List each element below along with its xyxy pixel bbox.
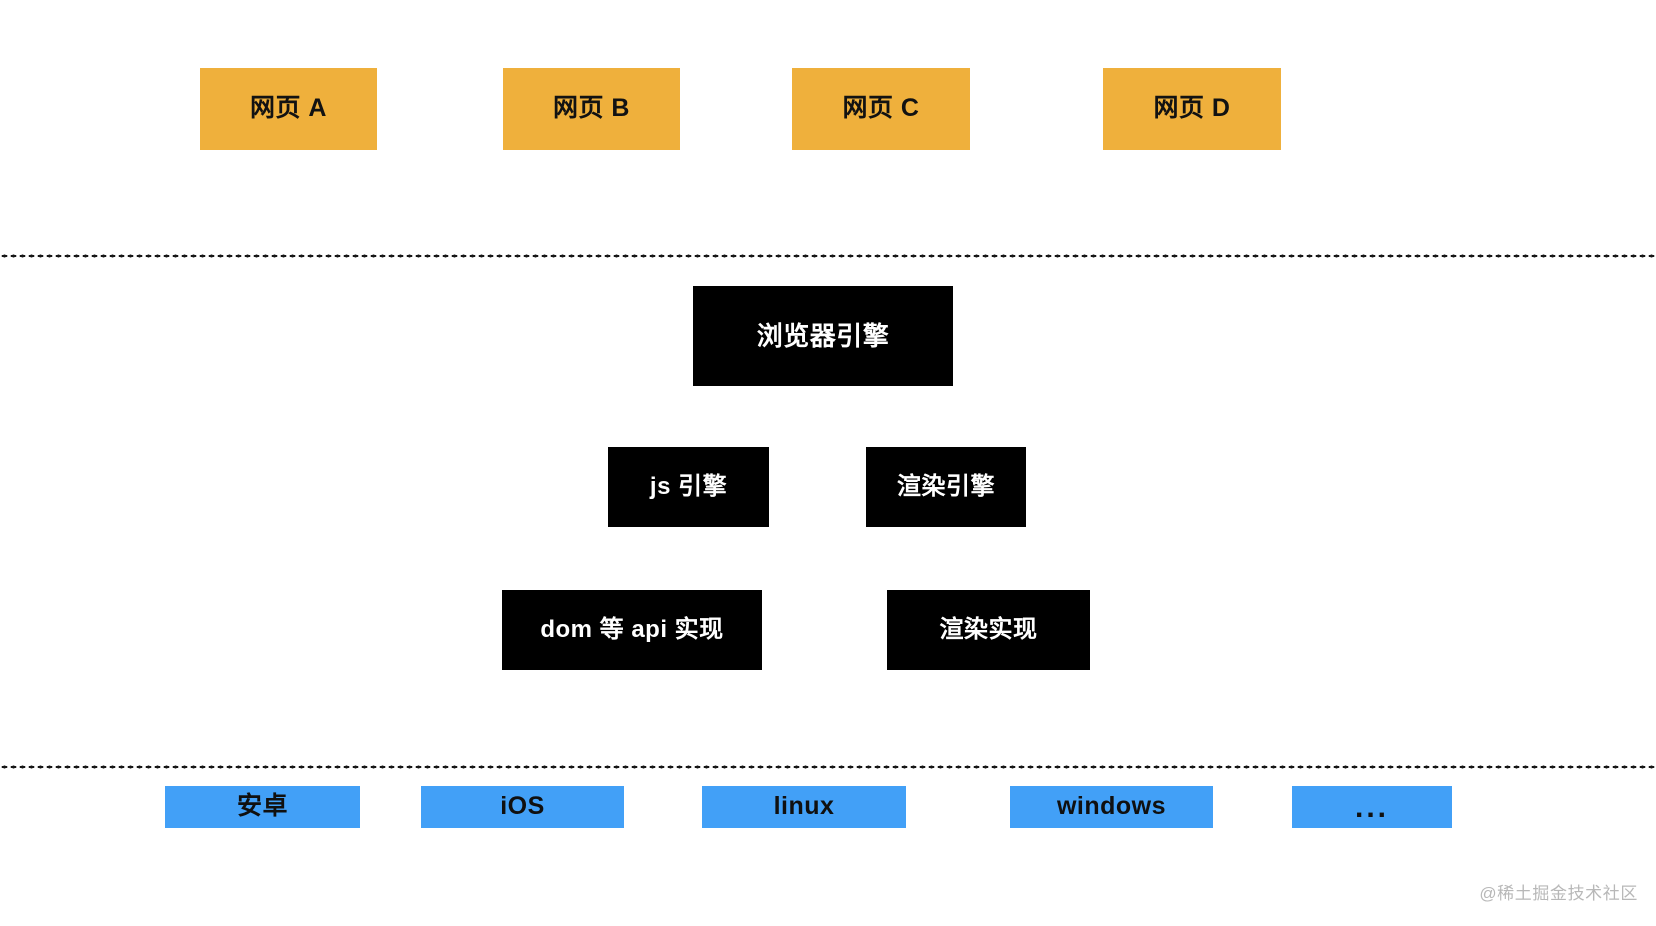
node-label: 网页 B <box>552 94 630 123</box>
node-label: 渲染引擎 <box>897 472 995 500</box>
node-label: 安卓 <box>236 792 288 821</box>
node-label: 网页 A <box>249 94 327 123</box>
node-label: linux <box>773 792 835 821</box>
node-web-page-d[interactable]: 网页 D <box>1103 68 1281 150</box>
node-label: 网页 D <box>1153 94 1231 123</box>
node-os-more[interactable]: ... <box>1292 786 1452 828</box>
node-label: ... <box>1354 790 1389 824</box>
node-label: 渲染实现 <box>939 615 1038 643</box>
node-os-ios[interactable]: iOS <box>421 786 624 828</box>
node-label: js 引擎 <box>649 472 728 500</box>
node-os-windows[interactable]: windows <box>1010 786 1213 828</box>
node-render-engine[interactable]: 渲染引擎 <box>866 447 1026 527</box>
node-label: windows <box>1056 792 1167 821</box>
node-label: 浏览器引擎 <box>756 320 890 351</box>
node-label: 网页 C <box>842 94 920 123</box>
divider-pages-engines <box>0 254 1656 258</box>
node-js-engine[interactable]: js 引擎 <box>608 447 769 527</box>
node-web-page-b[interactable]: 网页 B <box>503 68 680 150</box>
node-label: dom 等 api 实现 <box>540 615 724 643</box>
node-dom-api-impl[interactable]: dom 等 api 实现 <box>502 590 762 670</box>
watermark: @稀土掘金技术社区 <box>1479 884 1638 903</box>
node-browser-engine[interactable]: 浏览器引擎 <box>693 286 953 386</box>
node-os-linux[interactable]: linux <box>702 786 906 828</box>
divider-engines-os <box>0 765 1656 769</box>
node-render-impl[interactable]: 渲染实现 <box>887 590 1090 670</box>
node-os-android[interactable]: 安卓 <box>165 786 360 828</box>
node-web-page-a[interactable]: 网页 A <box>200 68 377 150</box>
node-web-page-c[interactable]: 网页 C <box>792 68 970 150</box>
node-label: iOS <box>500 792 545 821</box>
